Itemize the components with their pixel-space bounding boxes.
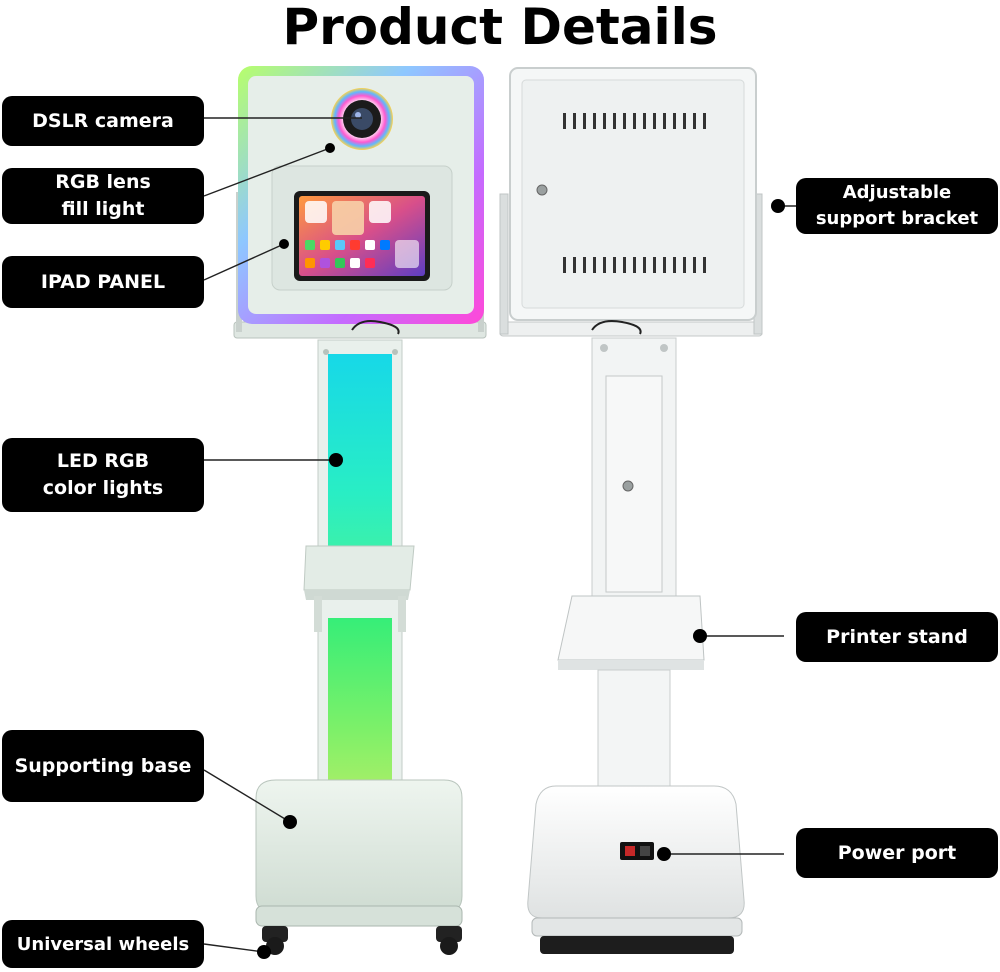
page-title: Product Details — [282, 0, 718, 56]
label-rgb-lens-fill-light: RGB lens fill light — [2, 168, 204, 224]
leader-lines — [203, 117, 796, 953]
leader-dots — [257, 143, 785, 959]
wheel-icon — [262, 926, 462, 955]
label-ipad-panel: IPAD PANEL — [2, 256, 204, 308]
front-booth — [233, 66, 487, 955]
lock-icon — [536, 184, 548, 196]
label-supporting-base: Supporting base — [2, 730, 204, 802]
label-dslr-camera: DSLR camera — [2, 96, 204, 146]
label-universal-wheels: Universal wheels — [2, 920, 204, 968]
label-printer-stand: Printer stand — [796, 612, 998, 662]
power-switch-icon — [620, 842, 654, 860]
ipad-icon — [294, 191, 430, 281]
label-power-port: Power port — [796, 828, 998, 878]
lock-icon — [622, 480, 634, 492]
label-led-rgb-color-lights: LED RGB color lights — [2, 438, 204, 512]
back-booth — [499, 67, 763, 954]
label-adjustable-support-bracket: Adjustable support bracket — [796, 178, 998, 234]
